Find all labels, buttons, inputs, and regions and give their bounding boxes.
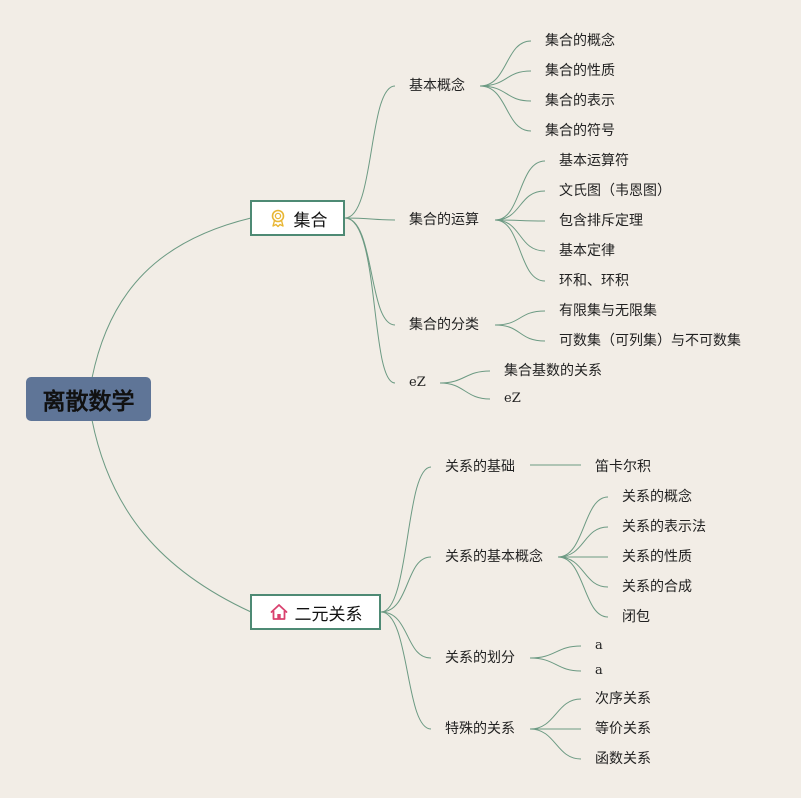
home-icon: [269, 602, 289, 622]
link-basic-3: [479, 85, 532, 102]
link-op-5: [494, 219, 546, 282]
link-rel-special: [380, 611, 432, 730]
node-basic-operators[interactable]: 基本运算符: [559, 153, 629, 169]
node-function-relation[interactable]: 函数关系: [595, 751, 651, 767]
node-relation-concept[interactable]: 关系的概念: [622, 489, 692, 505]
root-node[interactable]: 离散数学: [26, 377, 151, 421]
link-basic-4: [479, 85, 532, 132]
link-basic-2: [479, 70, 532, 87]
node-set-property[interactable]: 集合的性质: [545, 63, 615, 79]
node-closure[interactable]: 闭包: [622, 609, 650, 625]
node-relation-representation[interactable]: 关系的表示法: [622, 519, 706, 535]
node-ez[interactable]: eZ: [409, 375, 426, 390]
branch-binary-relation[interactable]: 二元关系: [250, 594, 381, 630]
link-rbc-5: [557, 556, 609, 618]
node-set-concept[interactable]: 集合的概念: [545, 33, 615, 49]
node-basic-laws[interactable]: 基本定律: [559, 243, 615, 259]
link-ez-2: [439, 382, 491, 400]
node-cardinality-relation[interactable]: 集合基数的关系: [504, 363, 602, 379]
node-relation-partition[interactable]: 关系的划分: [445, 650, 515, 666]
link-rbc-1: [557, 496, 609, 558]
root-label: 离散数学: [42, 389, 135, 415]
node-inclusion-exclusion[interactable]: 包含排斥定理: [559, 213, 643, 229]
node-finite-infinite[interactable]: 有限集与无限集: [559, 303, 657, 319]
link-spec-1: [529, 698, 582, 730]
node-relation-basic-concept[interactable]: 关系的基本概念: [445, 549, 543, 565]
branch-set-label: 集合: [293, 210, 328, 231]
award-icon: [268, 208, 288, 228]
node-relation-composition[interactable]: 关系的合成: [622, 579, 692, 595]
link-root-set: [91, 217, 252, 379]
node-countable[interactable]: 可数集（可列集）与不可数集: [559, 333, 741, 349]
node-ring-sum-product[interactable]: 环和、环积: [559, 273, 629, 289]
node-set-operations[interactable]: 集合的运算: [409, 212, 479, 228]
link-basic-1: [479, 40, 532, 87]
link-root-relation: [91, 419, 252, 613]
link-part-2: [529, 657, 582, 672]
node-set-representation[interactable]: 集合的表示: [545, 93, 615, 109]
link-rbc-2: [557, 526, 609, 558]
link-class-1: [494, 310, 546, 326]
node-set-symbol[interactable]: 集合的符号: [545, 123, 615, 139]
link-class-2: [494, 324, 546, 342]
node-basic-concept[interactable]: 基本概念: [409, 78, 465, 94]
node-venn-diagram[interactable]: 文氏图（韦恩图）: [559, 183, 671, 199]
link-rel-basics: [380, 466, 432, 613]
branch-relation-label: 二元关系: [294, 604, 363, 625]
node-cartesian-product[interactable]: 笛卡尔积: [595, 459, 651, 475]
node-relation-basics[interactable]: 关系的基础: [445, 459, 515, 475]
link-rbc-4: [557, 556, 609, 588]
node-ez-leaf[interactable]: eZ: [504, 391, 521, 406]
link-set-operations: [344, 217, 396, 221]
link-op-3: [494, 219, 546, 222]
node-order-relation[interactable]: 次序关系: [595, 691, 651, 707]
link-op-1: [494, 160, 546, 221]
branch-set[interactable]: 集合: [250, 200, 345, 236]
node-a-first[interactable]: a: [595, 638, 603, 653]
node-relation-property[interactable]: 关系的性质: [622, 549, 692, 565]
node-special-relations[interactable]: 特殊的关系: [445, 721, 515, 737]
link-op-4: [494, 219, 546, 252]
link-set-basic: [344, 85, 396, 219]
node-set-classification[interactable]: 集合的分类: [409, 317, 479, 333]
link-part-1: [529, 645, 582, 659]
link-op-2: [494, 190, 546, 221]
node-equivalence-relation[interactable]: 等价关系: [595, 721, 651, 737]
link-spec-3: [529, 728, 582, 760]
link-rel-partition: [380, 611, 432, 659]
link-set-ez: [344, 217, 396, 384]
link-rel-basic-concept: [380, 556, 432, 613]
link-ez-1: [439, 370, 491, 384]
node-a-second[interactable]: a: [595, 663, 603, 678]
